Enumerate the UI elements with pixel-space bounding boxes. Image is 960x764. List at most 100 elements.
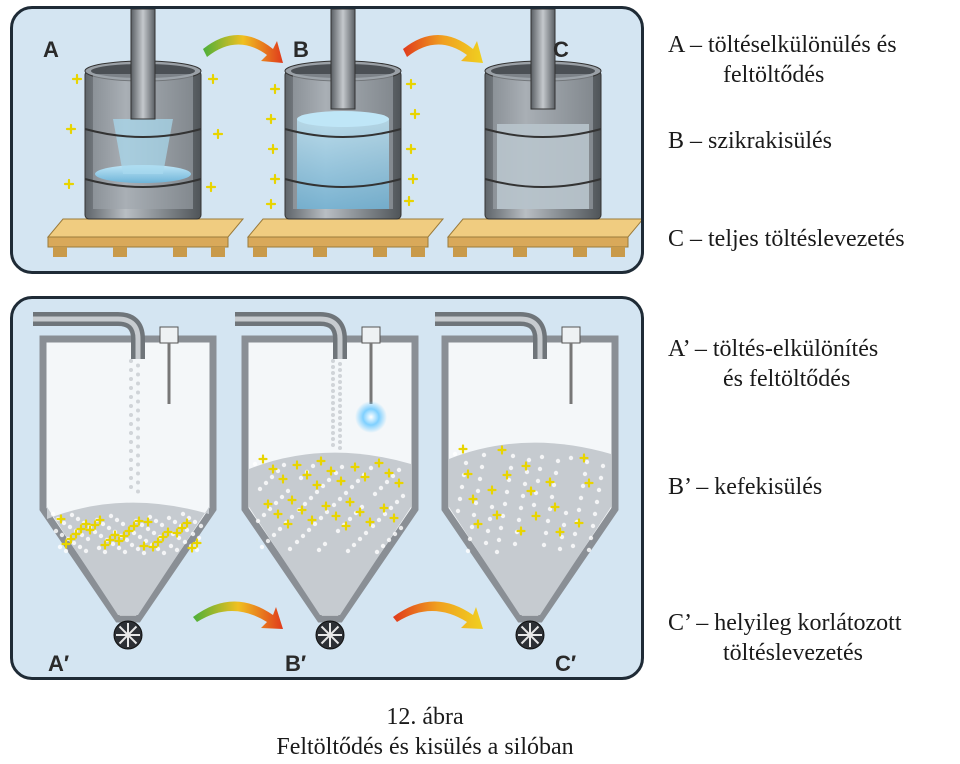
falling-granule	[331, 431, 335, 435]
charge-plus-icon	[502, 470, 512, 480]
charge-plus-icon	[405, 143, 417, 155]
falling-granule	[331, 443, 335, 447]
charge-plus-icon	[473, 519, 483, 529]
granule	[161, 550, 167, 556]
probe-gauge	[361, 326, 381, 344]
pallet	[446, 218, 641, 257]
granule	[600, 463, 606, 469]
granule	[102, 549, 108, 555]
bulk-material	[249, 452, 411, 615]
granule	[137, 534, 143, 540]
granule	[145, 526, 151, 532]
granule	[114, 517, 120, 523]
granule	[590, 523, 596, 529]
falling-granule	[136, 462, 140, 467]
granule	[273, 500, 279, 506]
granule	[351, 542, 357, 548]
granule	[110, 541, 116, 547]
charge-plus-icon	[267, 143, 279, 155]
granule	[382, 511, 388, 517]
falling-granule	[331, 437, 335, 441]
charge-plus-icon	[407, 173, 419, 185]
granule	[388, 505, 394, 511]
charge-plus-icon	[355, 507, 365, 517]
granule	[384, 479, 390, 485]
falling-granule	[338, 392, 342, 396]
granule	[520, 493, 526, 499]
legend-item-a-prime: A’ – töltés-elkülönítés és feltöltődés	[668, 334, 878, 394]
charge-plus-icon	[134, 516, 144, 526]
charge-plus-icon	[71, 529, 81, 539]
granule	[168, 543, 174, 549]
granule	[578, 495, 584, 501]
granule	[294, 539, 300, 545]
granule	[269, 474, 275, 480]
falling-granule	[331, 389, 335, 393]
granule	[586, 547, 592, 553]
granule	[549, 494, 555, 500]
falling-granule	[136, 480, 140, 485]
stage-label-c-prime: C′	[555, 651, 576, 676]
granule	[524, 469, 530, 475]
granule	[77, 544, 83, 550]
figure-title: Feltöltődés és kisülés a silóban	[276, 734, 574, 760]
charge-plus-icon	[56, 514, 66, 524]
granule	[479, 464, 485, 470]
granule	[120, 521, 126, 527]
charge-plus-icon	[550, 502, 560, 512]
charge-plus-icon	[273, 509, 283, 519]
granule	[551, 482, 557, 488]
granule	[263, 480, 269, 486]
granule	[489, 504, 495, 510]
granule	[598, 475, 604, 481]
granule	[337, 496, 343, 502]
charge-plus-icon	[321, 501, 331, 511]
granule	[257, 486, 263, 492]
granule	[370, 523, 376, 529]
charge-plus-icon	[105, 535, 115, 545]
granule	[555, 458, 561, 464]
valve-spoke	[118, 625, 138, 645]
falling-granule	[136, 399, 140, 404]
granule	[198, 523, 204, 529]
charge-plus-icon	[531, 511, 541, 521]
charge-plus-icon	[129, 521, 139, 531]
granule	[331, 502, 337, 508]
charge-plus-icon	[316, 456, 326, 466]
falling-granule	[331, 395, 335, 399]
falling-granule	[338, 398, 342, 402]
granule	[372, 491, 378, 497]
charge-plus-icon	[403, 195, 415, 207]
valve-spoke	[520, 625, 540, 645]
charge-plus-icon	[269, 83, 281, 95]
granule	[61, 520, 67, 526]
stage-label-c: C	[553, 37, 569, 62]
falling-granule	[331, 401, 335, 405]
charge-plus-icon	[389, 513, 399, 523]
granule	[345, 548, 351, 554]
charge-plus-icon	[292, 460, 302, 470]
granule	[535, 478, 541, 484]
granule	[261, 512, 267, 518]
granule	[502, 501, 508, 507]
falling-granule	[129, 422, 133, 426]
charge-plus-icon	[405, 78, 417, 90]
granule	[57, 544, 63, 550]
stage-label-a: A	[43, 37, 59, 62]
charge-plus-icon	[158, 532, 168, 542]
granule	[459, 484, 465, 490]
granule	[151, 530, 157, 536]
charge-plus-icon	[545, 477, 555, 487]
legend-a-line1: A – töltéselkülönülés és	[668, 32, 897, 58]
granule	[394, 499, 400, 505]
falling-granule	[136, 363, 140, 368]
granule	[592, 511, 598, 517]
granule	[182, 539, 188, 545]
charge-plus-icon	[63, 178, 75, 190]
granule	[279, 494, 285, 500]
granule	[576, 507, 582, 513]
granule	[172, 519, 178, 525]
granule	[316, 547, 322, 553]
legend-c-prime-line1: C’ – helyileg korlátozott	[668, 610, 902, 636]
drum-panel: A B	[10, 6, 644, 274]
